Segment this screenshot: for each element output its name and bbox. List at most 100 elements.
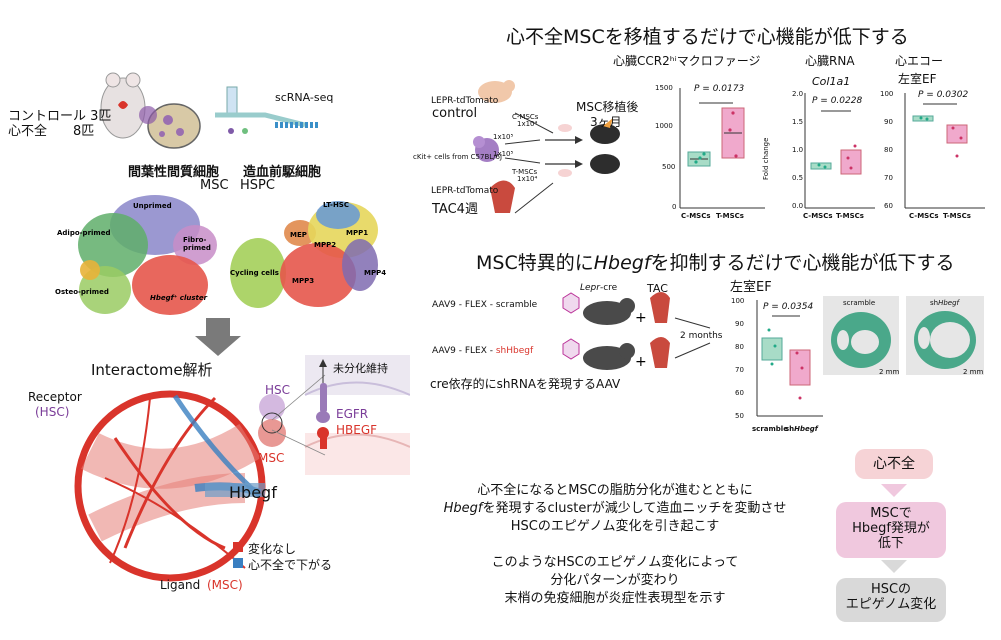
control-count: コントロール 3匹 [8,109,112,124]
flow-box2-line1: MSCで [870,506,912,521]
chord-diagram [74,390,266,582]
cre-text: -cre [599,283,618,293]
summary-gene: Hbegf [443,501,483,516]
summary-line-5: 分化パターンが変わり [550,573,680,588]
flow-box3-line1: HSCの [870,582,912,597]
flow-box3-line2: エピゲノム変化 [845,597,937,612]
flow-box2-line2: Hbegf発現が [852,521,930,536]
cluster-cycling: Cycling cells [230,269,279,277]
aav-note: cre依存的にshRNAを発現するAAV [430,377,621,391]
aav-shhbegf-red: shHbegf [495,346,534,356]
hspc-umap: LT-HSC MEP MPP1 MPP2 MPP3 MPP4 Cycling c… [230,201,386,308]
mid-lvef: 左室EF [730,280,772,295]
ligand-label: Ligand [160,578,201,592]
top-title: 心不全MSCを移植するだけで心機能が低下する [506,26,909,48]
shhbegf-boxplot [756,300,823,417]
cluster-mpp2: MPP2 [314,241,336,249]
summary-block: 心不全になるとMSCの脂肪分化が進むとともに Hbegfを発現するcluster… [410,482,820,608]
scalebar-2: 2 mm [963,368,984,376]
two-months: 2 months [680,331,723,341]
flow-heart-failure: 心不全 [855,449,933,479]
img2-label: shHbegf [930,299,959,307]
mid-title-b: を抑制するだけで心機能が低下する [650,252,955,274]
schema-hbegf: HBEGF [336,423,378,437]
schema-msc: MSC [258,451,285,465]
lepr-cre: Lepr-cre [580,283,617,293]
col-echo: 心エコー [895,54,944,68]
heart-section-shhbegf [914,311,976,369]
transplant-schema [473,80,620,214]
p3-tick-90: 90 [884,118,893,126]
summary-line-2-text: を発現するclusterが減少して造血ニッチを変動させ [482,501,787,516]
p4-tick-60: 60 [735,389,744,397]
p4-tick-80: 80 [735,343,744,351]
receptor-label: Receptor [28,390,82,404]
p4-tick-70: 70 [735,366,744,374]
p-value-1: P = 0.0173 [694,84,745,94]
p2-tick-20: 2.0 [792,90,804,98]
interactome-title: Interactome解析 [91,361,213,379]
aav-scramble: AAV9 - FLEX - scramble [432,300,538,310]
img2-hbegf: Hbegf [938,299,960,307]
msc-umap: Unprimed Adipo-primed Fibro- primed Oste… [55,195,217,315]
p1-xcat-1: C-MSCs [681,212,711,220]
ckit-label: cKit+ cells from C57BL/6J [413,153,503,161]
cluster-adipo: Adipo-primed [57,229,110,237]
mid-title-a: MSC特異的に [476,252,594,274]
scalebar-1: 2 mm [879,368,900,376]
cluster-unprimed: Unprimed [133,202,172,210]
legend-blue-swatch [233,558,243,568]
p2-tick-05: 0.5 [792,174,804,182]
p2-xcat-2: T-MSCs [836,212,864,220]
cluster-lthsc: LT-HSC [323,201,349,209]
schema-undiff: 未分化維持 [333,362,388,375]
svg-text:+: + [635,310,647,326]
flow-msc-hbegf: MSCで Hbegf発現が 低下 [836,502,946,558]
flow-box2-line3: 低下 [877,536,904,551]
p-value-4: P = 0.0354 [763,302,814,312]
mid-title-gene: Hbegf [593,252,651,274]
cluster-mpp3: MPP3 [292,277,314,285]
receptor-sub: (HSC) [35,405,70,419]
p3-tick-70: 70 [884,174,893,182]
aav-schema: + + [562,292,711,370]
p3-tick-80: 80 [884,146,893,154]
summary-line-2: Hbegfを発現するclusterが減少して造血ニッチを変動させ [410,500,820,518]
p2-tick-15: 1.5 [792,118,804,126]
ccr2-boxplot [679,88,765,209]
hf-count: 心不全 8匹 [8,124,95,139]
dose-1: 1x10⁴ [517,120,538,128]
p4-tick-50: 50 [735,412,744,420]
p-value-3: P = 0.0302 [918,90,969,100]
p4-xcat-2: shHbegf [785,425,818,433]
control-label: control [432,106,478,121]
tac-mid: TAC [647,282,668,295]
p3-tick-100: 100 [880,90,894,98]
summary-line-1: 心不全になるとMSCの脂肪分化が進むとともに [477,483,753,498]
legend-nochange: 変化なし [248,542,297,556]
niche-schema [258,355,410,475]
aav-shhbegf: AAV9 - FLEX - shHbegf [432,346,533,356]
heart-section-scramble [831,312,891,368]
months-label-2: 3ヶ月 [590,115,622,129]
hspc-short-label: HSPC [240,178,275,193]
dose-2: 1x10⁵ [493,133,514,141]
xcat2-sh: sh [785,425,795,433]
p-value-2: P = 0.0228 [812,96,863,106]
xcat2-hbegf: Hbegf [794,425,818,433]
p4-tick-100: 100 [731,297,745,305]
leprtd-1: LEPR-tdTomato [431,96,499,106]
flow-arrow-1 [881,484,907,497]
ylabel-fold: Fold change [762,137,770,180]
msc-group-label: 間葉性間質細胞 [128,165,220,180]
summary-line-3: HSCのエピゲノム変化を引き起こす [510,519,720,534]
p4-xcat-1: scramble [752,425,788,433]
p3-xcat-2: T-MSCs [943,212,971,220]
p1-tick-0: 0 [672,203,677,211]
p2-tick-00: 0.0 [792,202,804,210]
leprtd-2: LEPR-tdTomato [431,186,499,196]
legend-red-swatch [233,542,243,552]
dose-4: 1x10⁴ [517,175,538,183]
img2-sh: sh [930,299,939,307]
p1-tick-500: 500 [662,163,676,171]
